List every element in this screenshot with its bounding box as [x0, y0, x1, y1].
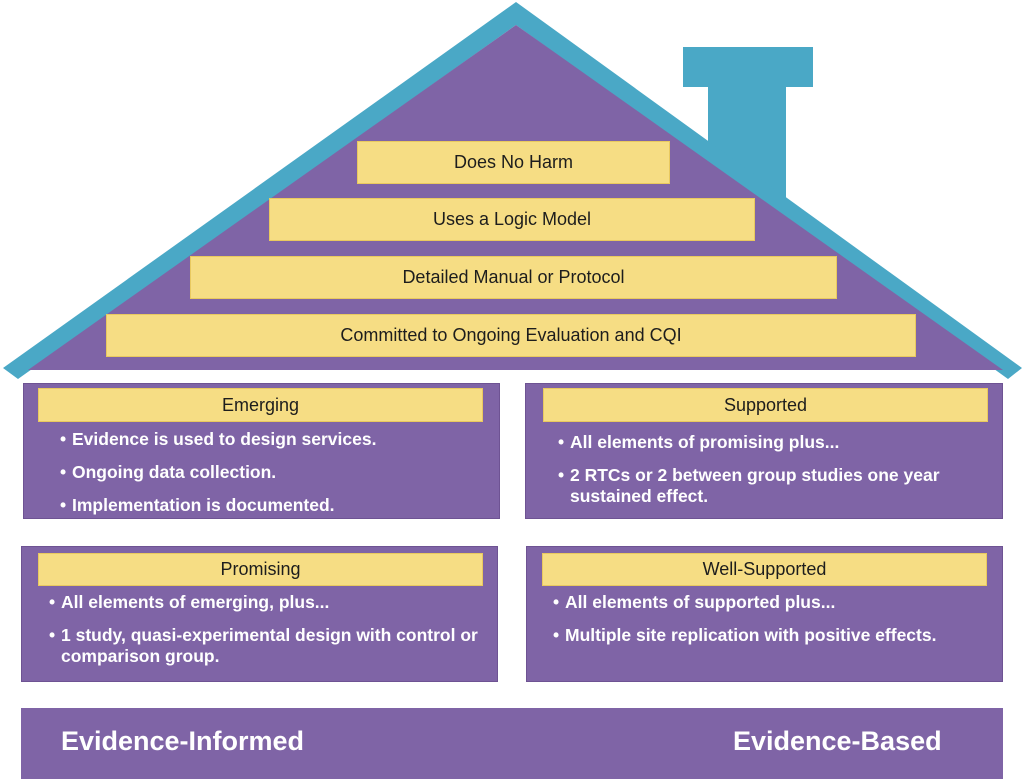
room-title-promising: Promising: [38, 553, 483, 586]
emerging-list: Evidence is used to design services. Ong…: [60, 429, 490, 528]
roof-level-ongoing-evaluation: Committed to Ongoing Evaluation and CQI: [106, 314, 916, 357]
list-item: 2 RTCs or 2 between group studies one ye…: [558, 465, 998, 507]
room-well-supported: Well-Supported All elements of supported…: [526, 546, 1003, 682]
room-title-supported: Supported: [543, 388, 988, 422]
chimney-cap: [683, 47, 813, 87]
roof-level-manual-protocol: Detailed Manual or Protocol: [190, 256, 837, 299]
promising-list: All elements of emerging, plus... 1 stud…: [49, 592, 489, 679]
roof-level-does-no-harm: Does No Harm: [357, 141, 670, 184]
evidence-based-label: Evidence-Based: [733, 726, 942, 756]
list-item: Implementation is documented.: [60, 495, 490, 516]
room-title-well-supported: Well-Supported: [542, 553, 987, 586]
list-item: Evidence is used to design services.: [60, 429, 490, 450]
roof-level-logic-model: Uses a Logic Model: [269, 198, 755, 241]
continuum-floor: Evidence-Informed Evidence-Based: [21, 708, 1003, 779]
list-item: Ongoing data collection.: [60, 462, 490, 483]
room-title-emerging: Emerging: [38, 388, 483, 422]
list-item: Multiple site replication with positive …: [553, 625, 993, 646]
room-promising: Promising All elements of emerging, plus…: [21, 546, 498, 682]
supported-list: All elements of promising plus... 2 RTCs…: [558, 432, 998, 519]
list-item: All elements of supported plus...: [553, 592, 993, 613]
list-item: All elements of promising plus...: [558, 432, 998, 453]
room-supported: Supported All elements of promising plus…: [525, 383, 1003, 519]
list-item: All elements of emerging, plus...: [49, 592, 489, 613]
evidence-informed-label: Evidence-Informed: [61, 726, 305, 756]
well-supported-list: All elements of supported plus... Multip…: [553, 592, 993, 658]
room-emerging: Emerging Evidence is used to design serv…: [23, 383, 500, 519]
list-item: 1 study, quasi-experimental design with …: [49, 625, 489, 667]
